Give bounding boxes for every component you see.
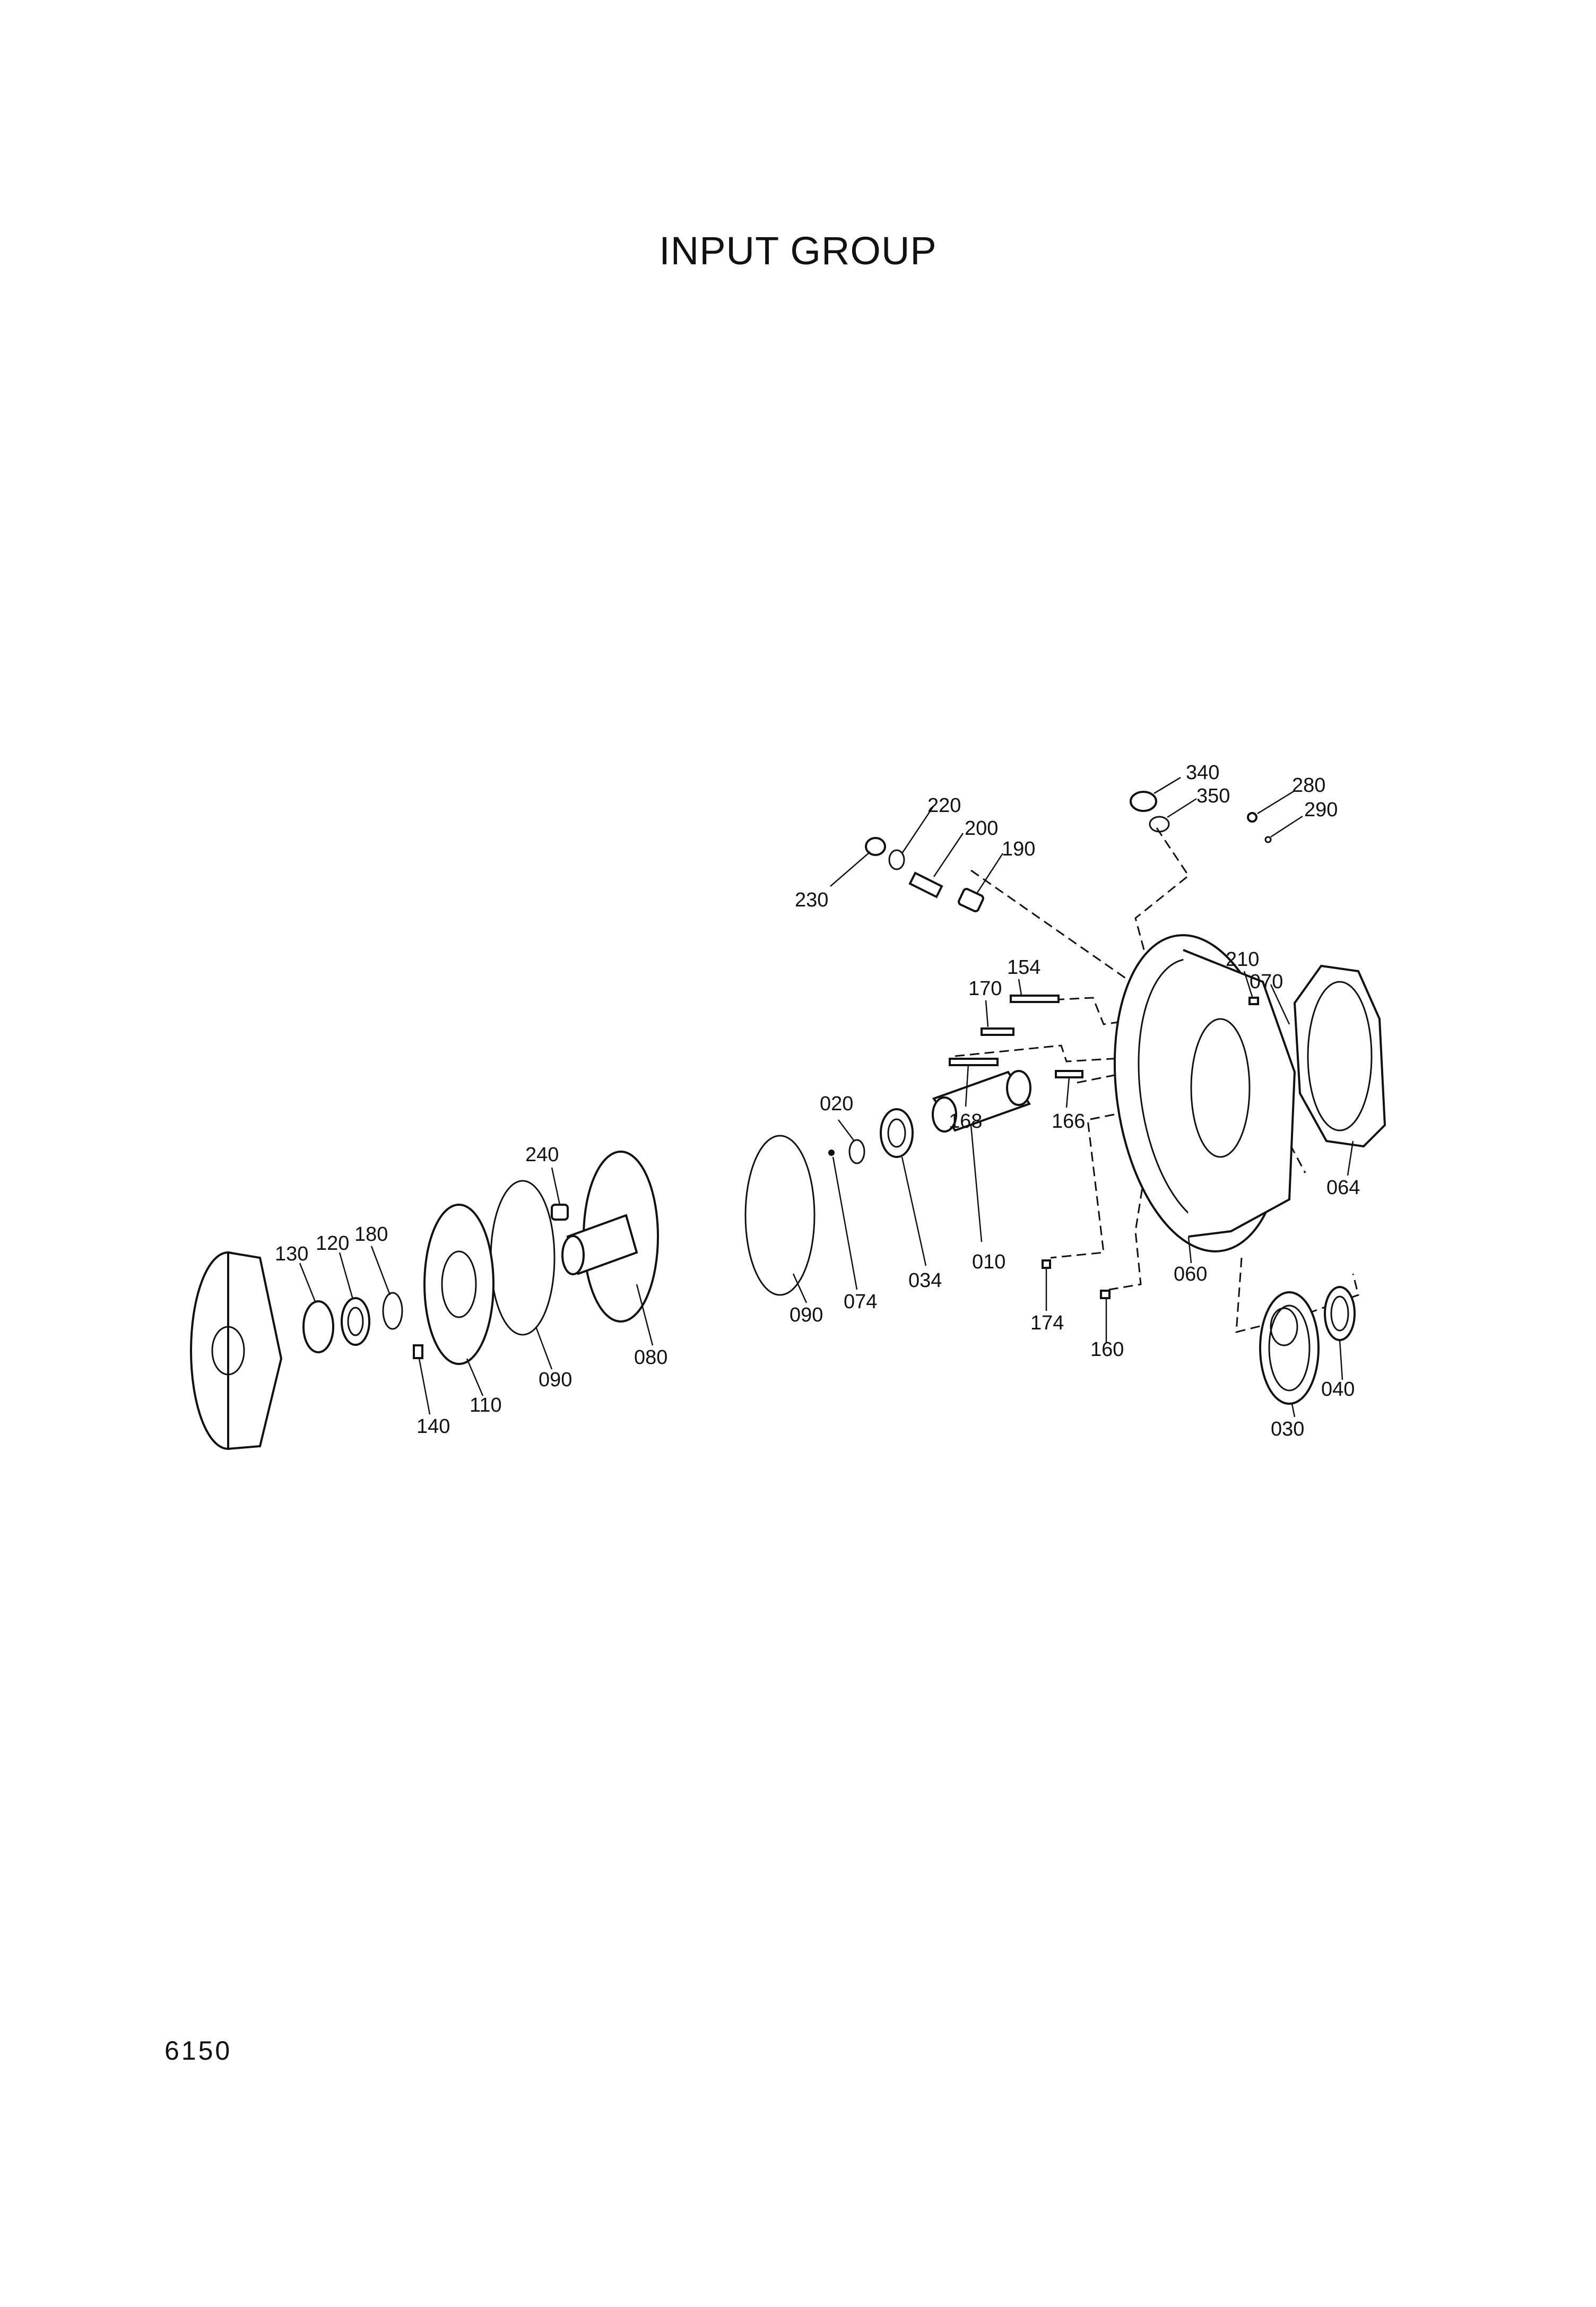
callout-010: 010 (972, 1251, 1005, 1273)
bolt-160 (1100, 1290, 1111, 1299)
pump-plate-110 (423, 1204, 495, 1365)
callout-290: 290 (1304, 799, 1338, 821)
callout-120: 120 (316, 1232, 349, 1255)
bolt-166 (1055, 1070, 1083, 1078)
leader-lines (299, 776, 1354, 1418)
callout-210: 210 (1226, 948, 1259, 971)
o-ring-350 (1149, 816, 1170, 833)
callout-200: 200 (965, 817, 998, 840)
callout-034: 034 (908, 1269, 942, 1292)
plug-230 (865, 837, 886, 856)
callout-074: 074 (844, 1291, 877, 1313)
pump-080 (561, 1151, 659, 1323)
bearing-040 (1324, 1286, 1356, 1341)
callout-190: 190 (1002, 838, 1035, 860)
o-ring-290 (1264, 836, 1272, 843)
callout-168: 168 (949, 1110, 982, 1133)
callout-110: 110 (470, 1394, 502, 1416)
callout-174: 174 (1030, 1312, 1064, 1334)
fitting-240 (551, 1204, 569, 1221)
shaft-010 (932, 1070, 1031, 1133)
callout-030: 030 (1271, 1418, 1304, 1440)
bolt-170 (981, 1027, 1014, 1036)
callout-154: 154 (1007, 956, 1040, 979)
callout-040: 040 (1321, 1378, 1355, 1401)
callout-064: 064 (1326, 1177, 1360, 1199)
bolt-174 (1042, 1259, 1051, 1269)
pin-140 (413, 1344, 423, 1359)
callout-240: 240 (525, 1144, 559, 1166)
callout-170: 170 (968, 978, 1002, 1000)
gasket-090-left (490, 1180, 556, 1336)
diagram-title: INPUT GROUP (659, 229, 937, 273)
o-ring-020 (848, 1139, 865, 1164)
callout-160: 160 (1090, 1338, 1124, 1361)
ball-074 (828, 1150, 835, 1156)
callout-labels: 340 350 280 290 220 200 190 230 154 170 … (275, 762, 1360, 1440)
callout-070: 070 (1250, 971, 1283, 993)
callout-140: 140 (417, 1415, 450, 1438)
page-number: 6150 (164, 2036, 232, 2066)
pin-210 (1248, 997, 1259, 1005)
callout-280: 280 (1292, 774, 1325, 797)
callout-020: 020 (820, 1093, 853, 1115)
bolt-154 (1010, 995, 1060, 1003)
bolt-168 (949, 1058, 999, 1066)
callout-340: 340 (1186, 762, 1219, 784)
valve-190 (958, 888, 984, 912)
cover-plate-064 (1293, 964, 1386, 1148)
plug-280 (1247, 812, 1257, 823)
spring-200 (908, 871, 943, 898)
callout-180: 180 (354, 1223, 388, 1246)
o-ring-220 (888, 849, 905, 870)
callout-220: 220 (927, 794, 961, 817)
seal-130 (302, 1300, 334, 1353)
bearing-034 (880, 1108, 914, 1158)
callout-090: 090 (790, 1304, 823, 1326)
snap-ring-180 (382, 1292, 403, 1330)
bearing-120 (341, 1297, 370, 1346)
housing-060 (1113, 934, 1296, 1252)
callout-130: 130 (275, 1243, 308, 1265)
callout-350: 350 (1196, 785, 1230, 807)
gear-030 (1259, 1291, 1320, 1405)
callout-166: 166 (1052, 1110, 1085, 1133)
torque-converter (190, 1251, 283, 1450)
plug-340 (1130, 791, 1157, 812)
callout-230: 230 (795, 889, 828, 911)
callout-090-left: 090 (539, 1369, 572, 1391)
callout-080: 080 (634, 1346, 667, 1369)
gasket-090-right (744, 1135, 816, 1296)
callout-060: 060 (1174, 1263, 1207, 1285)
